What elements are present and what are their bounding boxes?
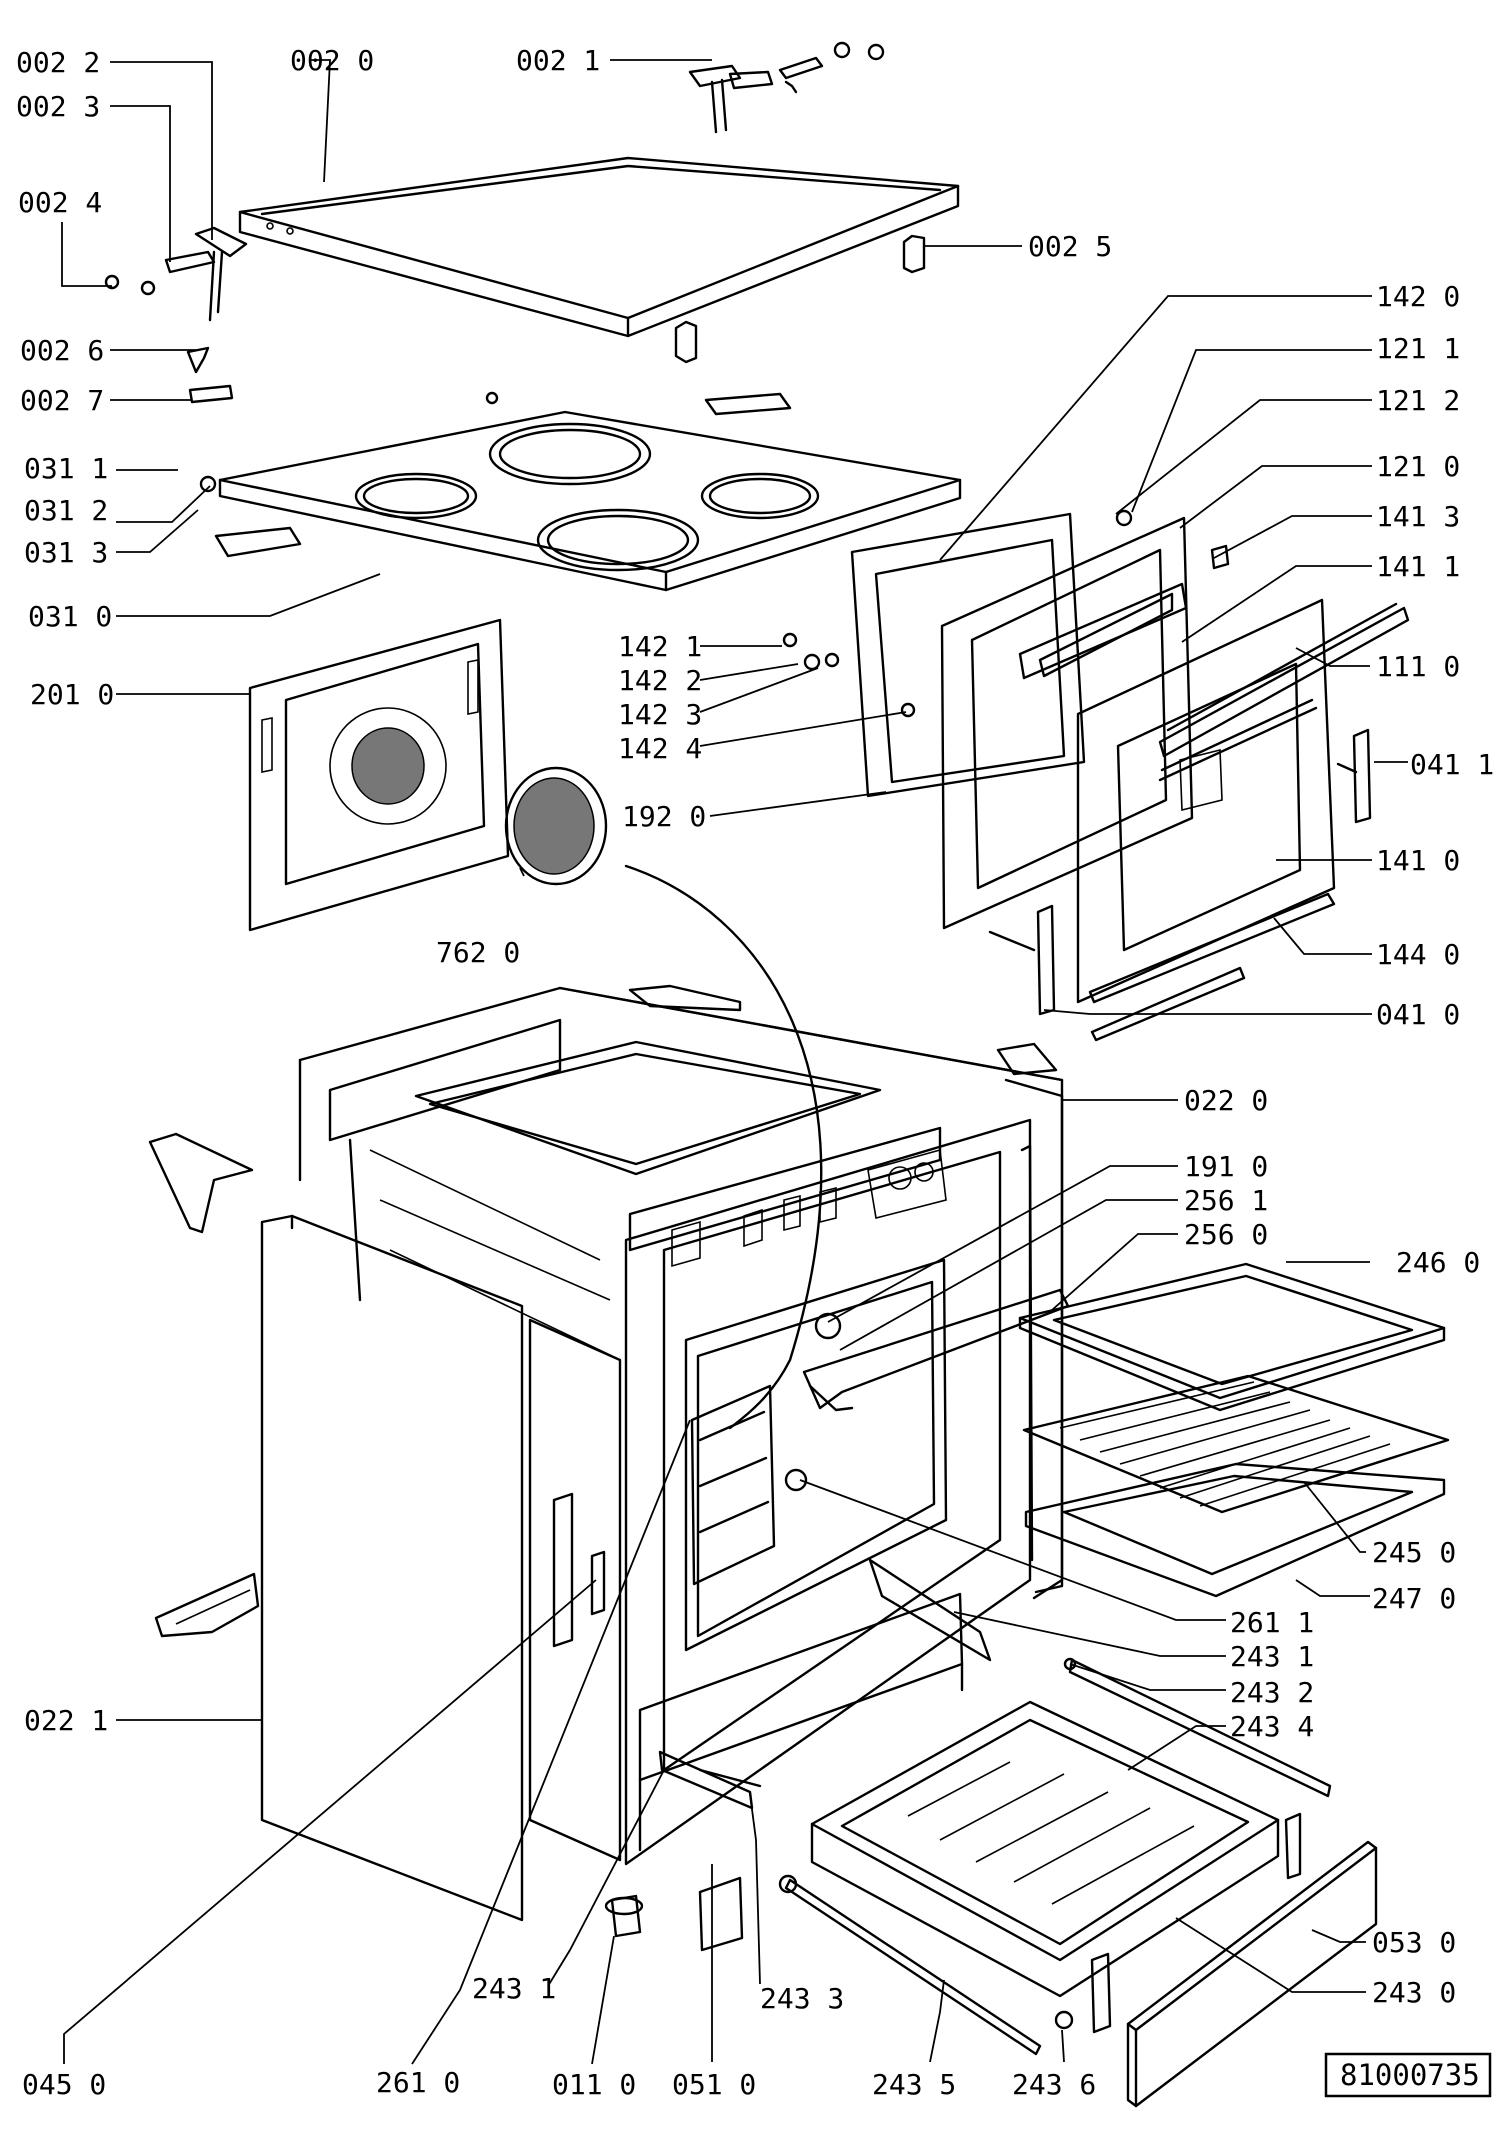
part-storage-drawer (810, 1700, 1280, 1998)
label-011-0: 011 0 (552, 2068, 636, 2101)
label-141-0: 141 0 (1376, 844, 1460, 877)
part-screw (186, 346, 234, 404)
leader-lines (61, 59, 1408, 2065)
label-031-1: 031 1 (24, 452, 108, 485)
label-261-0: 261 0 (376, 2066, 460, 2099)
document-number-box: 81000735 (1324, 2052, 1492, 2098)
callout-labels: 002 2 002 0 002 1 002 3 002 4 002 5 002 … (16, 44, 1494, 2101)
label-053-0: 053 0 (1372, 1926, 1456, 1959)
label-002-4: 002 4 (18, 186, 102, 219)
label-192-0: 192 0 (622, 800, 706, 833)
label-121-2: 121 2 (1376, 384, 1460, 417)
part-lid-bumper (674, 234, 926, 364)
label-243-2: 243 2 (1230, 1676, 1314, 1709)
label-256-0: 256 0 (1184, 1218, 1268, 1251)
part-baking-tray (1018, 1262, 1446, 1412)
part-door-inner-glass (850, 512, 1086, 798)
part-drawer-runners (658, 1558, 1332, 2056)
label-762-0: 762 0 (436, 936, 520, 969)
part-fan-filter (504, 766, 608, 886)
label-002-3: 002 3 (16, 90, 100, 123)
label-111-0: 111 0 (1376, 650, 1460, 683)
label-243-1-left: 243 1 (472, 1972, 556, 2005)
assembly-arc (624, 864, 823, 1430)
label-002-1: 002 1 (516, 44, 600, 77)
label-031-3: 031 3 (24, 536, 108, 569)
label-022-1: 022 1 (24, 1704, 108, 1737)
part-oven-light (784, 1312, 842, 1492)
label-002-6: 002 6 (20, 334, 104, 367)
label-045-0: 045 0 (22, 2068, 106, 2101)
label-142-1: 142 1 (618, 630, 702, 663)
label-142-0: 142 0 (1376, 280, 1460, 313)
label-141-1: 141 1 (1376, 550, 1460, 583)
part-drawer-front (1126, 1840, 1378, 2108)
part-cabinet (148, 984, 1064, 1952)
label-144-0: 144 0 (1376, 938, 1460, 971)
label-002-7: 002 7 (20, 384, 104, 417)
label-261-1: 261 1 (1230, 1606, 1314, 1639)
label-142-2: 142 2 (618, 664, 702, 697)
label-142-3: 142 3 (618, 698, 702, 731)
label-121-1: 121 1 (1376, 332, 1460, 365)
label-022-0: 022 0 (1184, 1084, 1268, 1117)
label-243-4: 243 4 (1230, 1710, 1314, 1743)
document-number: 81000735 (1340, 2058, 1480, 2092)
part-door-screws (782, 509, 1230, 718)
part-door-handle (1158, 602, 1410, 758)
label-201-0: 201 0 (30, 678, 114, 711)
label-031-0: 031 0 (28, 600, 112, 633)
part-runner-rails (690, 1288, 1070, 1586)
label-002-2: 002 2 (16, 46, 100, 79)
label-002-5: 002 5 (1028, 230, 1112, 263)
label-243-3: 243 3 (760, 1982, 844, 2015)
part-back-panel (248, 618, 510, 932)
part-door-frame (940, 516, 1194, 930)
part-lid (238, 156, 960, 338)
label-243-1-right: 243 1 (1230, 1640, 1314, 1673)
label-247-0: 247 0 (1372, 1582, 1456, 1615)
label-243-5: 243 5 (872, 2068, 956, 2101)
part-hinge-top (688, 41, 885, 134)
part-wire-rack (1022, 1374, 1450, 1514)
label-051-0: 051 0 (672, 2068, 756, 2101)
label-256-1: 256 1 (1184, 1184, 1268, 1217)
label-191-0: 191 0 (1184, 1150, 1268, 1183)
label-243-0: 243 0 (1372, 1976, 1456, 2009)
label-246-0: 246 0 (1396, 1246, 1480, 1279)
label-041-1: 041 1 (1410, 748, 1494, 781)
part-drip-pan (1024, 1462, 1446, 1598)
label-121-0: 121 0 (1376, 450, 1460, 483)
label-031-2: 031 2 (24, 494, 108, 527)
part-hinge-left (104, 226, 248, 322)
label-141-3: 141 3 (1376, 500, 1460, 533)
label-245-0: 245 0 (1372, 1536, 1456, 1569)
part-hob (199, 391, 962, 592)
label-002-0: 002 0 (290, 44, 374, 77)
label-142-4: 142 4 (618, 732, 702, 765)
label-243-6: 243 6 (1012, 2068, 1096, 2101)
label-041-0: 041 0 (1376, 998, 1460, 1031)
